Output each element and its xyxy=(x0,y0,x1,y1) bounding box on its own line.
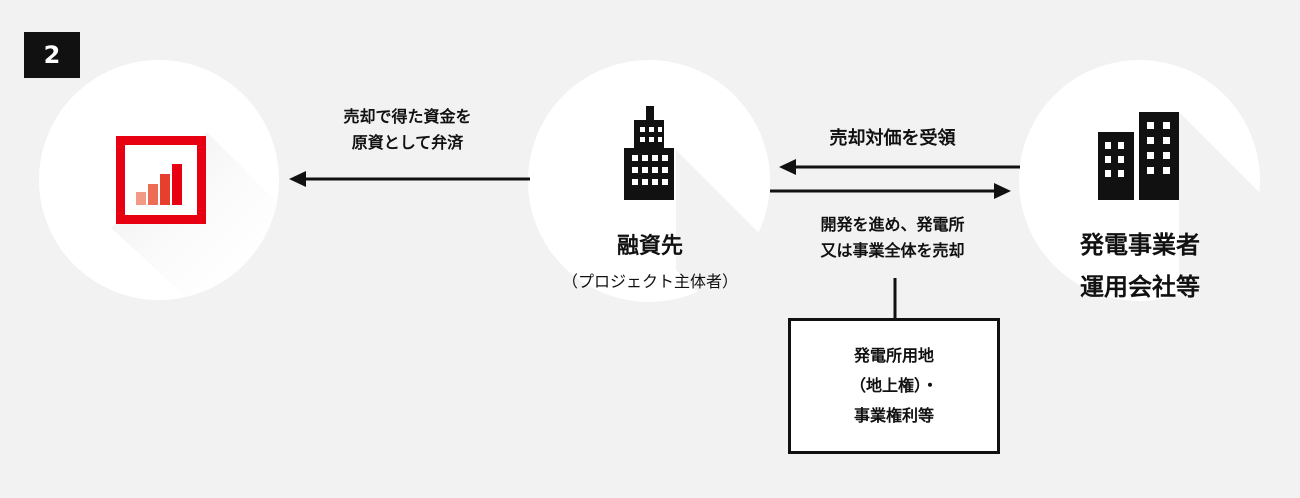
sale-label-line2: 又は事業全体を売却 xyxy=(820,241,965,260)
assets-line3: 事業権利等 xyxy=(853,406,934,425)
operator-label-line2: 運用会社等 xyxy=(1080,273,1200,301)
lender-circle xyxy=(39,60,279,300)
step-badge: 2 xyxy=(24,32,80,78)
operator-circle xyxy=(1019,60,1260,301)
proceeds-label: 売却対価を受領 xyxy=(829,128,956,149)
arrow-to-lender xyxy=(289,171,530,187)
bank-logo-icon xyxy=(116,136,206,224)
operator-label-line1: 発電事業者 xyxy=(1080,231,1200,259)
step-number: 2 xyxy=(43,41,61,69)
circle-shadow xyxy=(676,150,770,302)
repayment-label-line2: 原資として弁済 xyxy=(351,133,464,152)
sale-label-line1: 開発を進め、発電所 xyxy=(820,215,965,234)
arrow-to-operator xyxy=(770,183,1011,199)
borrower-circle xyxy=(528,60,770,302)
repayment-label: 売却で得た資金を 原資として弁済 xyxy=(295,104,520,156)
repayment-label-line1: 売却で得た資金を xyxy=(343,107,472,126)
assets-line2: （地上権）・ xyxy=(849,376,938,395)
arrow-to-borrower xyxy=(779,159,1020,175)
assets-line1: 発電所用地 xyxy=(853,346,934,365)
buildings-icon xyxy=(1098,112,1179,200)
borrower-subtitle: （プロジェクト主体者） xyxy=(561,272,738,291)
assets-box: 発電所用地 （地上権）・ 事業権利等 xyxy=(788,318,1000,454)
borrower-title: 融資先 xyxy=(616,234,683,259)
circle-shadow xyxy=(1179,112,1260,301)
sale-label: 開発を進め、発電所 又は事業全体を売却 xyxy=(775,212,1010,264)
building-icon xyxy=(624,106,674,200)
operator-label: 発電事業者 運用会社等 xyxy=(1030,224,1250,308)
